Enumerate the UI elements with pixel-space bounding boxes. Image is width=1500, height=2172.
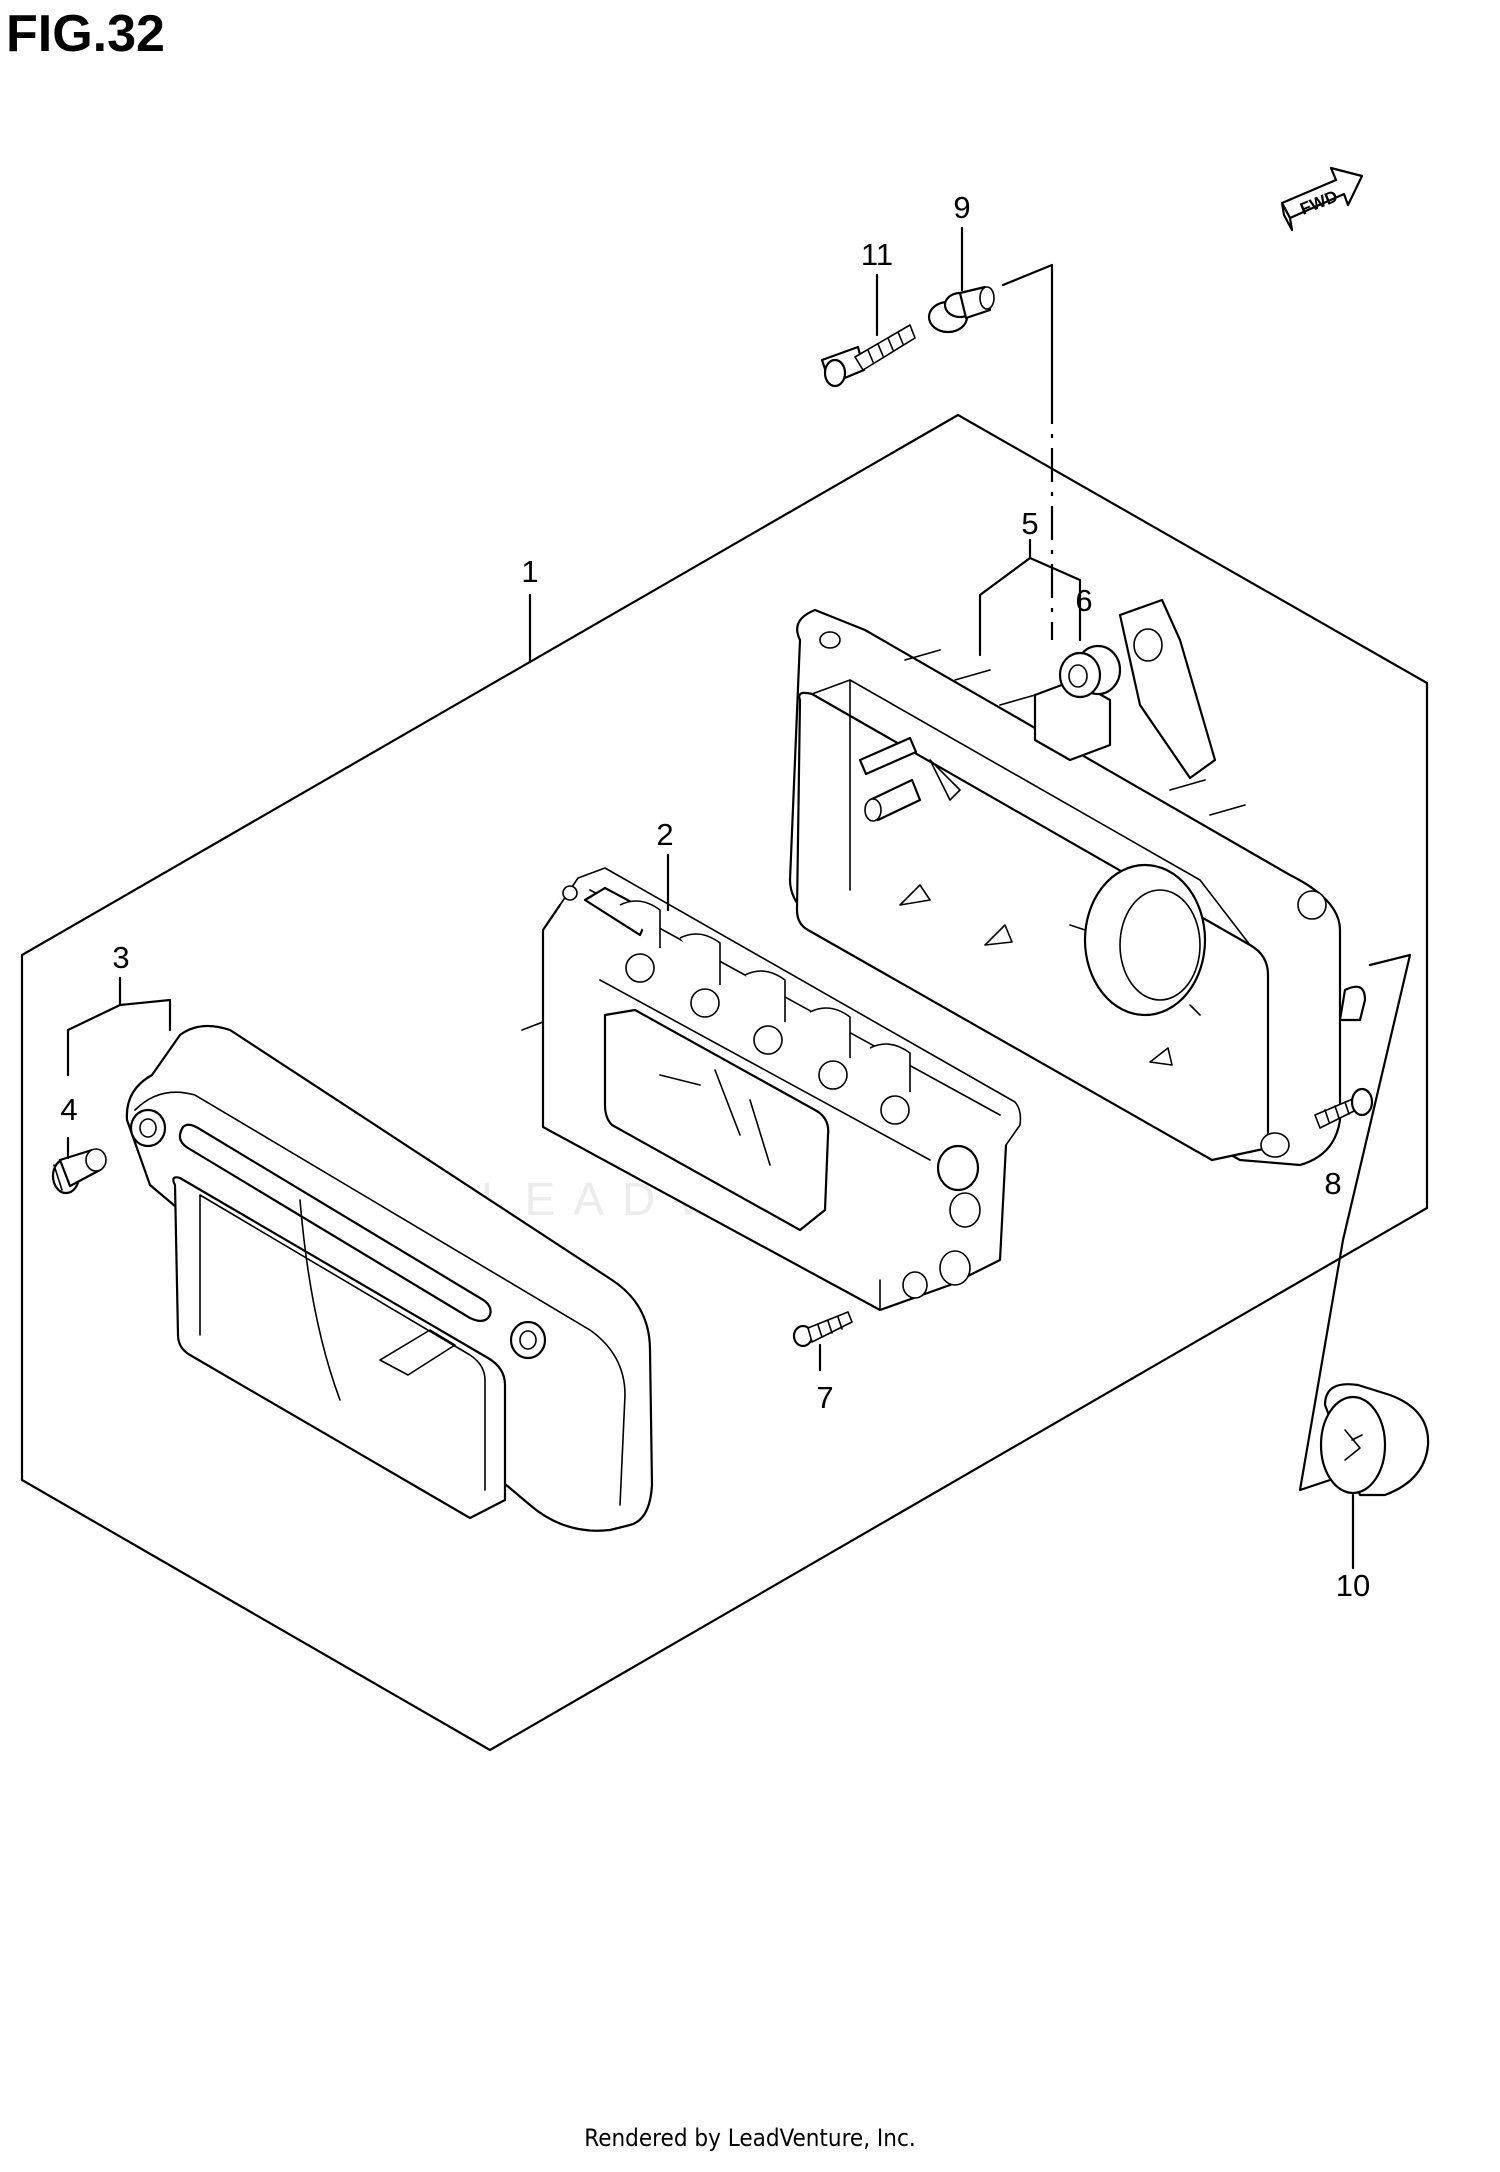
part-10-cap (1319, 1383, 1430, 1497)
part-10-bracket (1298, 1238, 1345, 1492)
part-9-leader-bracket (1001, 263, 1054, 392)
callout-2: 2 (656, 817, 673, 852)
callout-3: 3 (112, 940, 129, 975)
callout-7: 7 (816, 1380, 833, 1415)
part-7-screw (792, 1311, 853, 1348)
fwd-arrow-icon: FWD (1280, 166, 1364, 232)
reflector-lamp-row (583, 886, 931, 1161)
callout-4: 4 (60, 1092, 77, 1127)
part-6-grommet (1058, 644, 1122, 699)
callout-11: 11 (861, 237, 893, 272)
footer-credit: Rendered by LeadVenture, Inc. (584, 2124, 916, 2152)
callout-1: 1 (521, 554, 538, 589)
callout-9: 9 (953, 190, 970, 225)
callout-5: 5 (1021, 506, 1038, 541)
assembly-outline (20, 413, 1429, 1752)
part-8-leader-bracket (1341, 953, 1412, 1242)
part-8-screw (1314, 1087, 1374, 1129)
part-11-bolt (820, 324, 916, 388)
part-4-screw (51, 1148, 107, 1195)
callout-8: 8 (1324, 1166, 1341, 1201)
leader-lines (66, 226, 1355, 1570)
figure-title: FIG.32 (6, 5, 165, 63)
callout-6: 6 (1075, 583, 1092, 618)
part-2-reflector (521, 867, 1022, 1312)
callouts: 1 2 3 4 5 6 7 8 9 11 10 (60, 190, 1370, 1603)
callout-10: 10 (1336, 1568, 1370, 1603)
part-3-bezel (125, 1024, 654, 1532)
part-9-collar (927, 285, 995, 334)
part-5-housing (788, 598, 1367, 1167)
fwd-label: FWD (1297, 187, 1340, 219)
